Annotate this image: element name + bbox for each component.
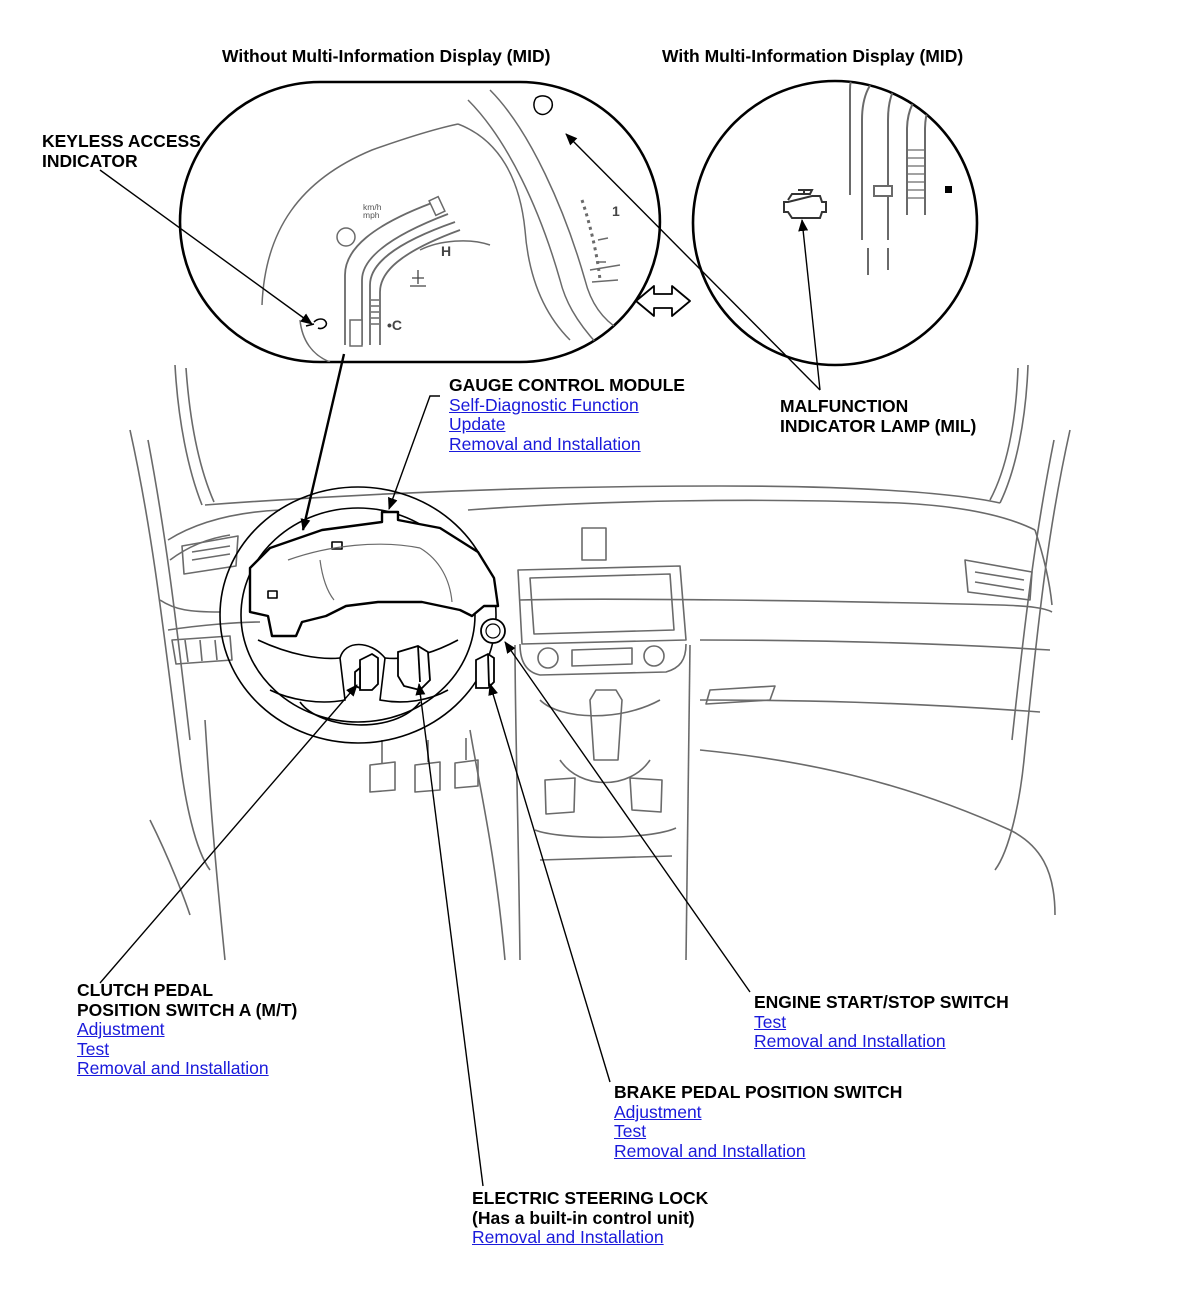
engine-test-link[interactable]: Test	[754, 1011, 787, 1032]
electric-steering-lock	[397, 645, 431, 691]
gcm-update-link[interactable]: Update	[449, 414, 506, 434]
gcm-title: GAUGE CONTROL MODULE	[449, 375, 685, 395]
clutch-pedal-switch-label: CLUTCH PEDAL POSITION SWITCH A (M/T) Adj…	[77, 980, 298, 1079]
keyless-line1: KEYLESS ACCESS	[42, 131, 201, 151]
clutch-pedal-position-switch	[354, 652, 379, 691]
steering-wheel	[219, 486, 497, 744]
clutch-line1: CLUTCH PEDAL	[77, 980, 214, 1000]
header-with-mid: With Multi-Information Display (MID)	[662, 46, 964, 66]
clutch-test-link[interactable]: Test	[77, 1038, 110, 1059]
temp-unit-mark: •C	[387, 317, 402, 333]
esl-removal-installation-link[interactable]: Removal and Installation	[472, 1227, 664, 1247]
engine-removal-installation-link[interactable]: Removal and Installation	[754, 1031, 946, 1051]
clutch-line2: POSITION SWITCH A (M/T)	[77, 999, 298, 1020]
mil-line2: INDICATOR LAMP (MIL)	[780, 415, 977, 436]
speed-unit-bottom: mph	[363, 210, 380, 220]
clutch-removal-installation-link[interactable]: Removal and Installation	[77, 1058, 269, 1078]
gcm-removal-installation-link[interactable]: Removal and Installation	[449, 433, 641, 454]
keyless-line2: INDICATOR	[42, 150, 138, 171]
scale-tick-one: 1	[612, 203, 620, 219]
malfunction-indicator-lamp-label: MALFUNCTION INDICATOR LAMP (MIL)	[780, 396, 977, 436]
temp-high-mark: H	[441, 243, 451, 259]
brake-pedal-switch-label: BRAKE PEDAL POSITION SWITCH Adjustment T…	[614, 1082, 903, 1161]
brake-pedal-position-switch	[475, 652, 495, 689]
gauge-control-module	[248, 510, 500, 638]
dashboard-sketch	[129, 364, 1071, 961]
double-arrow-icon	[635, 285, 691, 317]
malfunction-indicator-lamp-icon	[783, 189, 827, 219]
esl-line2: (Has a built-in control unit)	[472, 1207, 695, 1228]
zoom-with-mid	[691, 79, 979, 367]
engine-title: ENGINE START/STOP SWITCH	[754, 992, 1009, 1012]
brake-test-link[interactable]: Test	[614, 1121, 647, 1141]
brake-adjustment-link[interactable]: Adjustment	[614, 1101, 702, 1122]
speed-unit-top: km/h	[363, 202, 382, 212]
brake-removal-installation-link[interactable]: Removal and Installation	[614, 1140, 806, 1161]
keyless-access-indicator-label: KEYLESS ACCESS INDICATOR	[42, 131, 201, 171]
zoom-without-mid: km/h mph H •C 1	[178, 80, 662, 364]
gcm-self-diagnostic-link[interactable]: Self-Diagnostic Function	[449, 394, 639, 415]
square-indicator	[945, 186, 952, 193]
engine-start-stop-switch-label: ENGINE START/STOP SWITCH Test Removal an…	[754, 992, 1009, 1052]
electric-steering-lock-label: ELECTRIC STEERING LOCK (Has a built-in c…	[472, 1188, 709, 1248]
engine-start-stop-switch	[480, 618, 506, 644]
esl-line1: ELECTRIC STEERING LOCK	[472, 1188, 709, 1208]
clutch-adjustment-link[interactable]: Adjustment	[77, 1019, 165, 1039]
coolant-temp-icon	[410, 270, 426, 287]
gauge-control-module-label: GAUGE CONTROL MODULE Self-Diagnostic Fun…	[449, 375, 685, 454]
brake-title: BRAKE PEDAL POSITION SWITCH	[614, 1082, 903, 1102]
leader-lines	[99, 133, 821, 1187]
mil-line1: MALFUNCTION	[780, 396, 909, 416]
header-without-mid: Without Multi-Information Display (MID)	[222, 46, 551, 66]
